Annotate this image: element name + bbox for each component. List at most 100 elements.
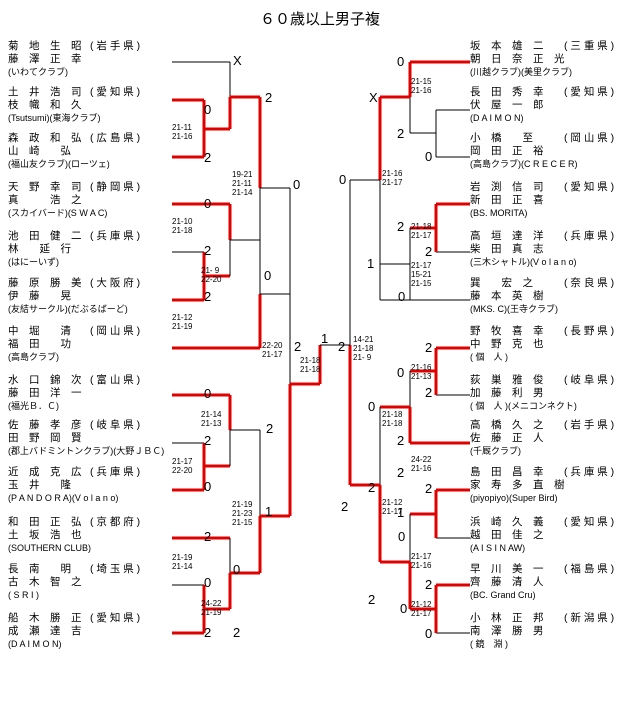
player-name: 玉 井 隆 (8, 479, 71, 491)
game-score: 21-19 21-14 (172, 553, 193, 571)
club-name: ( 個 人 ) (470, 352, 508, 362)
player-name: 藤 原 勝 美 (8, 277, 82, 289)
right-entry: 坂 本 雄 二朝 日 奈 正 光(川越クラブ)(美里クラブ)( 三 重 県 ) (470, 40, 614, 79)
right-entry: 小 橋 至岡 田 正 裕(高島クラブ)(C R E C E R)( 岡 山 県 … (470, 132, 614, 171)
prefecture: ( 愛 知 県 ) (564, 516, 615, 528)
player-name: 加 藤 利 男 (470, 387, 544, 399)
player-name: 菊 地 生 昭 (8, 40, 82, 52)
game-count: 2 (397, 219, 405, 234)
prefecture: ( 兵 庫 県 ) (90, 230, 141, 242)
club-name: (高島クラブ)(C R E C E R) (470, 159, 578, 169)
player-name: 藤 澤 正 幸 (8, 53, 82, 65)
game-count: 0 (397, 365, 405, 380)
game-score: 24-22 21-16 (411, 455, 432, 473)
game-score: 21-18 21-18 (300, 356, 321, 374)
player-name: 中 堀 清 (8, 325, 71, 337)
left-entry: 中 堀 清福 田 功(高島クラブ)( 岡 山 県 ) (8, 325, 140, 364)
left-entry: 和 田 正 弘土 坂 浩 也(SOUTHERN CLUB)( 京 都 府 ) (8, 516, 140, 555)
club-name: (BC. Grand Cru) (470, 590, 536, 600)
player-name: 越 田 佳 之 (470, 529, 544, 541)
right-entry: 岩 渕 信 司新 田 正 喜(BS. MORITA)( 愛 知 県 ) (470, 181, 614, 220)
game-count: 2 (204, 243, 212, 258)
game-score: 21-17 21-16 (411, 552, 432, 570)
player-name: 藤 本 英 樹 (470, 290, 544, 302)
prefecture: ( 長 野 県 ) (564, 325, 615, 337)
player-name: 巽 宏 之 (470, 277, 533, 289)
left-entry: 船 木 勝 正成 瀬 達 吉(D A I M O N)( 愛 知 県 ) (8, 612, 140, 651)
player-name: 荻 巣 雅 俊 (470, 374, 544, 386)
game-count: 0 (204, 196, 212, 211)
player-name: 森 政 和 弘 (8, 132, 82, 144)
player-name: 近 成 克 広 (8, 466, 82, 478)
prefecture: ( 岐 阜 県 ) (564, 374, 615, 386)
player-name: 真 浩 之 (8, 194, 82, 206)
prefecture: ( 岡 山 県 ) (90, 325, 141, 337)
left-entry: 長 南 明古 木 智 之( S R I )( 埼 玉 県 ) (8, 563, 140, 602)
player-name: 水 口 錦 次 (8, 374, 82, 386)
game-count: 0 (293, 177, 301, 192)
page-title: ６０歳以上男子複 (259, 11, 380, 28)
club-name: (はにーいず) (8, 257, 59, 267)
game-score: 21-10 21-18 (172, 217, 193, 235)
game-score: 24-22 21-19 (201, 599, 222, 617)
club-name: (Tsutsumi)(東海クラブ) (8, 113, 101, 123)
club-name: ( 鏡 淵 ) (470, 639, 508, 649)
player-name: 南 澤 勝 男 (470, 625, 544, 637)
player-name: 長 田 秀 幸 (470, 86, 544, 98)
player-name: 天 野 幸 司 (8, 181, 82, 193)
game-score: 21-16 21-13 (411, 363, 432, 381)
club-name: (三木シャトル)(V o l a n o) (470, 257, 577, 267)
club-name: (千厩クラブ) (470, 446, 521, 456)
game-count: 2 (204, 529, 212, 544)
club-name: (BS. MORITA) (470, 208, 528, 218)
prefecture: ( 愛 知 県 ) (90, 612, 141, 624)
player-name: 土 井 浩 司 (8, 86, 82, 98)
player-name: 長 南 明 (8, 563, 71, 575)
game-score: 21-15 21-16 (411, 77, 432, 95)
prefecture: ( 大 阪 府 ) (90, 277, 141, 289)
player-name: 新 田 正 喜 (470, 194, 544, 206)
game-count: 2 (425, 385, 433, 400)
club-name: (SOUTHERN CLUB) (8, 543, 92, 553)
player-name: 浜 崎 久 義 (470, 516, 544, 528)
game-count: 2 (204, 289, 212, 304)
club-name: (A I S I N AW) (470, 543, 526, 553)
left-entry: 菊 地 生 昭藤 澤 正 幸 (いわてクラブ) ( 岩 手 県 ) (8, 40, 140, 79)
right-entry: 野 牧 喜 幸中 野 克 也( 個 人 )( 長 野 県 ) (470, 325, 614, 364)
game-count: 1 (321, 331, 329, 346)
player-name: 林 延 行 (8, 243, 71, 255)
prefecture: ( 富 山 県 ) (90, 374, 141, 386)
game-score: 21-17 22-20 (172, 457, 193, 475)
game-count: 2 (397, 433, 405, 448)
club-name: (D A I M O N) (470, 113, 524, 123)
prefecture: ( 岐 阜 県 ) (90, 419, 141, 431)
player-name: 田 野 岡 賢 (8, 432, 82, 444)
game-count: 2 (338, 339, 346, 354)
prefecture: ( 広 島 県 ) (90, 132, 141, 144)
player-name: 山 崎 弘 (8, 145, 71, 157)
club-name: (福光Ｂ．Ｃ) (8, 401, 59, 411)
game-count: 2 (266, 421, 274, 436)
right-entry: 浜 崎 久 義越 田 佳 之 (A I S I N AW) ( 愛 知 県 ) (470, 516, 614, 555)
prefecture: ( 岩 手 県 ) (90, 40, 141, 52)
player-name: 土 坂 浩 也 (8, 529, 82, 541)
left-entry: 森 政 和 弘山 崎 弘(福山友クラブ)(ローツェ)( 広 島 県 ) (8, 132, 140, 171)
prefecture: ( 京 都 府 ) (90, 516, 141, 528)
prefecture: ( 福 島 県 ) (564, 563, 615, 575)
game-count: 2 (425, 244, 433, 259)
game-count: 0 (233, 562, 241, 577)
prefecture: ( 新 潟 県 ) (564, 612, 615, 624)
game-score: 21-12 21-19 (172, 313, 193, 331)
game-count: 1 (367, 256, 375, 271)
game-score: 21-11 21-16 (172, 123, 193, 141)
game-count: 0 (425, 626, 433, 641)
club-name: (川越クラブ)(美里クラブ) (470, 67, 572, 77)
prefecture: ( 兵 庫 県 ) (564, 466, 615, 478)
game-count: 2 (204, 150, 212, 165)
club-name: (いわてクラブ) (8, 67, 68, 77)
right-entry: 早 川 美 一齊 藤 清 人(BC. Grand Cru)( 福 島 県 ) (470, 563, 614, 602)
game-count: 2 (204, 625, 212, 640)
prefecture: ( 奈 良 県 ) (564, 277, 615, 289)
game-count: 2 (425, 481, 433, 496)
